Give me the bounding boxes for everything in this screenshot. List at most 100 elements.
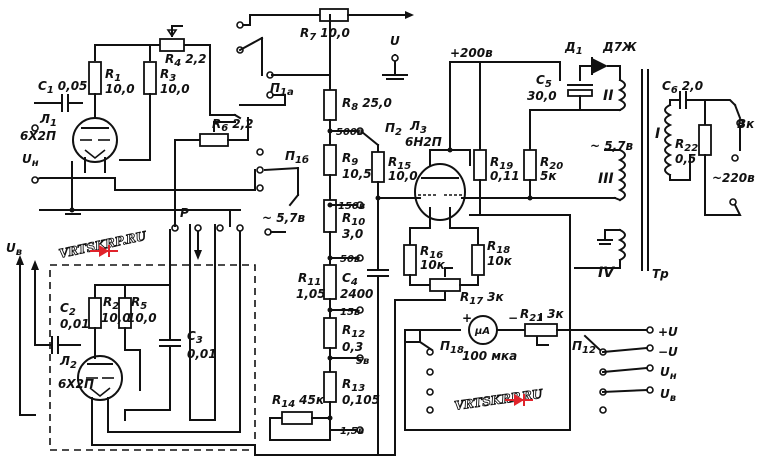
label-c4: C4 — [342, 271, 358, 288]
label-r22: R22 — [675, 137, 698, 154]
label-r11: R11 — [298, 271, 321, 288]
label-c2: C2 — [60, 301, 76, 318]
label-r19: R19 — [490, 155, 513, 172]
tube-l1 — [72, 117, 118, 163]
label-c5-val: 30,0 — [527, 89, 557, 103]
label-220v: ~220в — [712, 171, 755, 185]
resistor-r8 — [323, 89, 337, 121]
resistor-r15 — [371, 151, 385, 183]
resistor-r6 — [199, 133, 229, 147]
label-minus-u: −U — [658, 345, 678, 359]
label-r2-val: 10,0 — [101, 311, 131, 325]
resistor-r14 — [281, 411, 313, 425]
label-c4-val: 2400 — [340, 287, 373, 301]
label-r20-val: 5к — [540, 169, 557, 183]
label-un-left: Uн — [22, 152, 39, 169]
label-c3: C3 — [187, 329, 203, 346]
resistor-r18 — [471, 244, 485, 276]
tube-l1-section — [31, 25, 256, 226]
label-r15: R15 — [388, 155, 411, 172]
resistor-r7 — [319, 8, 349, 22]
tube-l3-section — [377, 61, 616, 456]
label-d1-type: Д7Ж — [602, 40, 637, 54]
label-un-right: Uн — [660, 365, 677, 382]
label-c3-val: 0,01 — [187, 347, 217, 361]
label-5v: 5в — [356, 356, 369, 367]
label-15v: 15в — [340, 307, 360, 318]
label-r9-val: 10,5 — [342, 167, 372, 181]
p2-r15 — [360, 130, 411, 456]
resistor-r2 — [88, 297, 102, 329]
resistor-r22 — [698, 124, 712, 156]
label-r13: R13 — [342, 377, 365, 394]
label-microamp-val: 100 мка — [462, 349, 517, 363]
watermark-upper: VRTSKRP.RU — [57, 228, 149, 261]
label-p2: П2 — [385, 121, 402, 138]
label-plus-u: +U — [658, 325, 678, 339]
label-uv-left: Uв — [6, 241, 22, 258]
resistor-r12 — [323, 317, 337, 349]
label-57v-left: ~ 5,7в — [262, 211, 305, 225]
resistor-r11 — [323, 264, 337, 300]
label-15v-b: 1,5в — [340, 426, 364, 437]
label-r11-val: 1,05 — [296, 287, 326, 301]
watermark-lower: VRTSKRP.RU — [453, 386, 545, 413]
label-p1b: П1б — [285, 149, 309, 166]
label-57v-right: ~ 5,7в — [590, 139, 633, 153]
resistor-r3 — [143, 61, 157, 95]
label-microamp: μA — [474, 326, 490, 337]
label-r9: R9 — [342, 151, 358, 168]
label-bk: Вк — [737, 117, 755, 131]
divider-chain — [269, 14, 408, 441]
resistor-r21 — [524, 323, 558, 337]
resistor-r1 — [88, 61, 102, 95]
tube-l3 — [414, 163, 466, 221]
label-r13-val: 0,105 — [342, 393, 380, 407]
label-d1: Д1 — [564, 40, 583, 57]
resistor-r13 — [323, 371, 337, 403]
resistor-r4 — [159, 38, 185, 52]
label-winding-ii: II — [603, 88, 613, 104]
label-150v: 150в — [338, 201, 365, 212]
label-r12-val: 0,3 — [342, 340, 363, 354]
label-winding-iv: IV — [598, 265, 615, 281]
label-r18: R18 — [487, 239, 510, 256]
resistor-r16 — [403, 244, 417, 276]
watermark-text-1: VRTSKRP.RU — [58, 228, 149, 260]
label-l3: Л3 — [409, 119, 427, 136]
label-p12: П12 — [572, 339, 596, 356]
resistor-r19 — [473, 149, 487, 181]
label-r5: R5 — [131, 295, 147, 312]
label-p1a: П1а — [270, 81, 294, 98]
label-r3-val: 10,0 — [160, 82, 190, 96]
label-r1: R1 — [105, 67, 121, 84]
label-l2: Л2 — [59, 354, 77, 371]
label-l1-type: 6Х2П — [20, 129, 56, 143]
label-500v: 500в — [336, 127, 363, 138]
svg-text:+: + — [462, 311, 472, 325]
label-uv-right: Uв — [660, 387, 676, 404]
power-supply — [529, 57, 744, 271]
label-r16-val: 10к — [420, 258, 446, 272]
label-r20: R20 — [540, 155, 563, 172]
label-c2-val: 0,01 — [60, 317, 90, 331]
resistor-r20 — [523, 149, 537, 181]
meter-section — [404, 313, 654, 414]
label-p: Р — [180, 206, 189, 220]
tube-l2 — [77, 355, 123, 401]
label-r1-val: 10,0 — [105, 82, 135, 96]
label-r18-val: 10к — [487, 254, 513, 268]
resistor-r17 — [429, 278, 461, 292]
